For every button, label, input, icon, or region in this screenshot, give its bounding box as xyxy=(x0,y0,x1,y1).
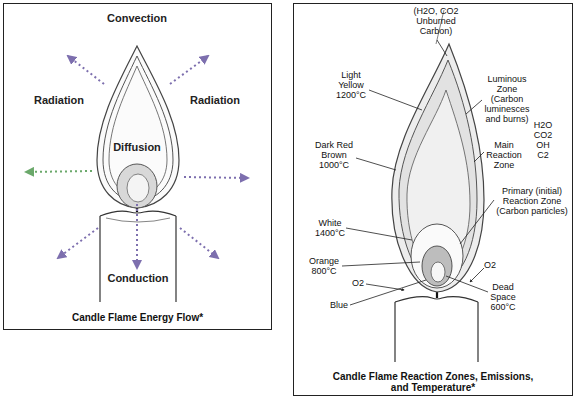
zone-label: Blue xyxy=(330,300,348,310)
zone-label: Dark Red Brown 1000°C xyxy=(312,140,356,170)
radiation-arrow xyxy=(26,171,92,172)
zone-label: Light Yellow 1200°C xyxy=(333,70,369,100)
leader-line xyxy=(460,200,494,244)
oxygen-arrow xyxy=(470,268,484,282)
primary-reaction-zone xyxy=(411,224,463,288)
leader-line xyxy=(369,90,422,110)
flame-core xyxy=(117,164,157,208)
energy-label: Radiation xyxy=(184,94,246,106)
leader-line xyxy=(346,228,412,240)
candle-body xyxy=(395,302,478,362)
radiation-arrow xyxy=(184,177,248,178)
flame-middle xyxy=(103,56,173,202)
leader-line xyxy=(446,276,488,292)
energy-label: Conduction xyxy=(100,272,176,284)
zone-label: Dead Space 600°C xyxy=(488,282,518,312)
left-flame xyxy=(97,46,179,208)
left-candle xyxy=(100,187,176,302)
blue-zone xyxy=(422,246,452,286)
convection-arrow xyxy=(170,56,208,84)
flame-outer xyxy=(97,46,179,208)
zone-label: H2O CO2 OH C2 xyxy=(532,120,554,160)
radiation-arrow xyxy=(180,228,218,258)
zone-label: Main Reaction Zone xyxy=(484,140,524,170)
energy-label: Convection xyxy=(87,12,187,24)
energy-arrows xyxy=(26,56,248,268)
dead-space xyxy=(431,262,445,282)
leader-line xyxy=(474,152,484,162)
zone-label: Orange 800°C xyxy=(306,256,342,276)
zone-label: Luminous Zone (Carbon luminesces and bur… xyxy=(482,74,532,124)
right-flame xyxy=(392,10,484,292)
zone-label: White 1400°C xyxy=(314,218,346,238)
zone-label: O2 xyxy=(352,278,364,288)
flame-dead-space xyxy=(127,174,149,202)
leader-line xyxy=(356,158,396,170)
conduction-arrow xyxy=(136,204,138,268)
leader-line xyxy=(342,262,420,266)
leader-line xyxy=(466,100,482,114)
convection-arrow xyxy=(68,56,104,84)
panel-caption: Candle Flame Reaction Zones, Emissions, … xyxy=(332,371,534,393)
energy-label: Radiation xyxy=(28,94,90,106)
zone-label: (H2O, CO2 Unburned Carbon) xyxy=(410,6,462,36)
leader-lines xyxy=(342,40,494,305)
panel-caption: Candle Flame Energy Flow* xyxy=(8,312,267,323)
radiation-arrow xyxy=(58,228,98,258)
leader-line xyxy=(437,40,447,56)
flame-outer xyxy=(392,44,484,292)
zone-label: Primary (initial) Reaction Zone (Carbon … xyxy=(494,186,570,216)
zone-label: O2 xyxy=(484,260,496,270)
energy-label: Diffusion xyxy=(106,141,168,153)
oxygen-arrow xyxy=(366,284,404,290)
